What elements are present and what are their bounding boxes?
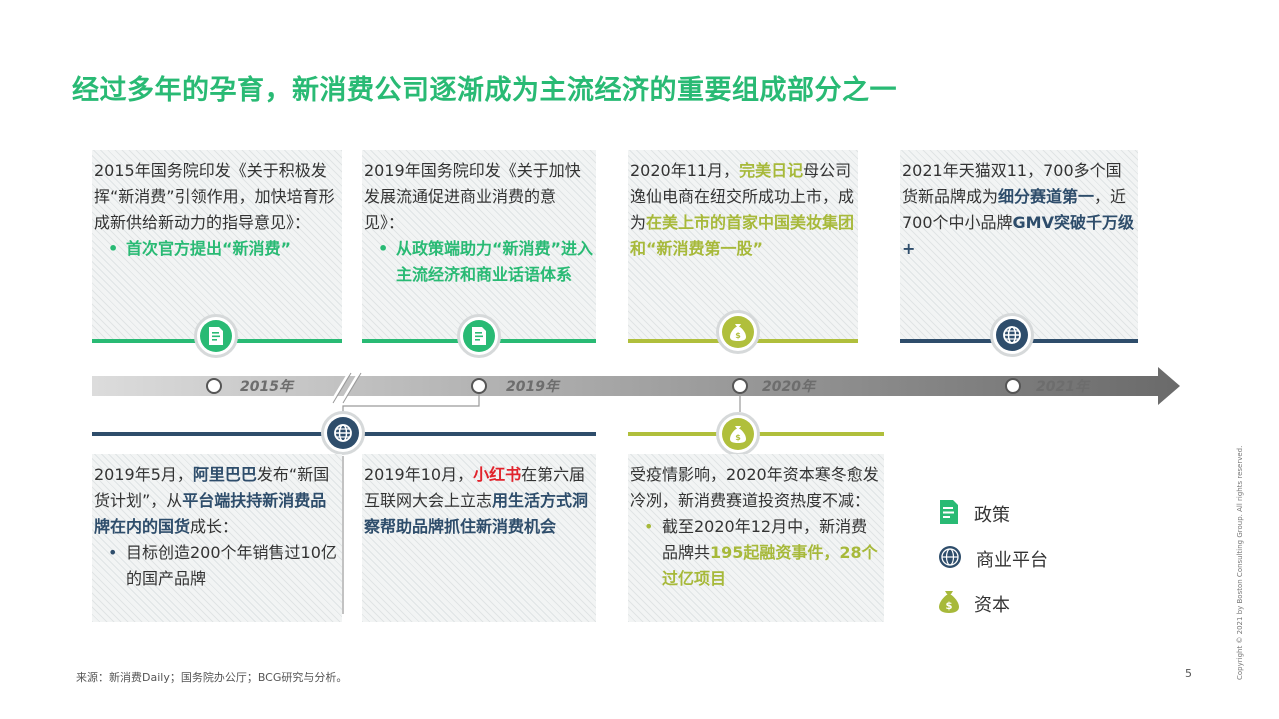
- event-card-2019-alibaba: 2019年5月，阿里巴巴发布“新国货计划”，从平台端扶持新消费品牌在内的国货成长…: [92, 454, 342, 622]
- legend-label: 政策: [974, 505, 1010, 526]
- year-label-2019: 2019年: [506, 379, 559, 395]
- badge-2021-platform: [990, 313, 1034, 357]
- svg-text:$: $: [735, 433, 741, 442]
- money-bag-icon: $: [722, 418, 754, 450]
- event-bullet: • 从政策端助力“新消费”进入主流经济和商业话语体系: [376, 236, 594, 288]
- event-bullet: • 首次官方提出“新消费”: [106, 236, 340, 262]
- svg-text:$: $: [735, 331, 741, 340]
- year-label-2020: 2020年: [762, 379, 815, 395]
- event-text-part: 2019年10月，: [364, 465, 474, 484]
- event-description: 2019年国务院印发《关于加快发展流通促进商业消费的意见》：: [364, 161, 581, 232]
- event-text-part: 母公司逸仙电商在纽交所成功上市，成为: [630, 161, 855, 232]
- globe-icon: [938, 545, 962, 573]
- page-number: 5: [1185, 667, 1192, 680]
- event-highlight: 细分赛道第一: [998, 187, 1095, 206]
- bullet-dot: •: [644, 517, 654, 536]
- timeline-arrow: [92, 367, 1180, 405]
- policy-document-icon: [463, 320, 495, 352]
- year-label-2015: 2015年: [240, 379, 293, 395]
- event-text: 2021年天猫双11，700多个国货新品牌成为细分赛道第一，近700个中小品牌G…: [900, 158, 1138, 262]
- event-highlight: 平台端扶持新消费品牌在内的国货: [94, 491, 327, 536]
- bullet-dot: •: [108, 239, 119, 258]
- timeline-dot-2015: [206, 378, 222, 394]
- axis-break-mark: [332, 372, 362, 404]
- bullet-highlight: 195起融资事件，28个过亿项目: [662, 543, 878, 588]
- event-highlight: 在美上市的首家中国美妆集团和“新消费第一股”: [630, 213, 855, 258]
- timeline-dot-2021: [1005, 378, 1021, 394]
- timeline-dot-2019: [471, 378, 487, 394]
- event-card-2015-policy: 2015年国务院印发《关于积极发挥“新消费”引领作用，加快培育形成新供给新动力的…: [92, 150, 342, 340]
- event-bullet: • 目标创造200个年销售过10亿的国产品牌: [106, 540, 340, 592]
- legend-item-policy: 政策: [938, 500, 1010, 528]
- event-text-part: 2021年天猫双11，700多个国货新品牌成为: [902, 161, 1122, 206]
- event-text: 2019年国务院印发《关于加快发展流通促进商业消费的意见》： • 从政策端助力“新…: [362, 158, 596, 288]
- event-highlight: 完美日记: [739, 161, 804, 180]
- legend-label: 资本: [974, 595, 1010, 616]
- event-text-part: 在第六届互联网大会上立志: [364, 465, 586, 510]
- event-description: 受疫情影响，2020年资本寒冬愈发冷冽，新消费赛道投资热度不减：: [630, 465, 879, 510]
- event-card-2019-xiaohongshu: 2019年10月，小红书在第六届互联网大会上立志用生活方式洞察帮助品牌抓住新消费…: [362, 454, 596, 622]
- legend-item-platform: 商业平台: [938, 545, 1048, 573]
- event-card-2020-capital: 受疫情影响，2020年资本寒冬愈发冷冽，新消费赛道投资热度不减： • 截至2020…: [628, 454, 884, 622]
- policy-document-icon: [200, 320, 232, 352]
- event-text-part: 2020年11月，: [630, 161, 740, 180]
- badge-2015-policy: [194, 314, 238, 358]
- svg-text:$: $: [946, 601, 953, 612]
- money-bag-icon: $: [938, 589, 960, 619]
- event-highlight: 小红书: [473, 465, 522, 484]
- event-text-part: 发布“新国货计划”，从: [94, 465, 330, 510]
- bullet-text: 首次官方提出“新消费”: [126, 239, 292, 258]
- timeline-dot-2020: [732, 378, 748, 394]
- badge-2020-capital-bottom: $: [716, 412, 760, 456]
- bullet-dot: •: [378, 239, 389, 258]
- event-card-2020-ipo: 2020年11月，完美日记母公司逸仙电商在纽交所成功上市，成为在美上市的首家中国…: [628, 150, 858, 340]
- money-bag-icon: $: [722, 316, 754, 348]
- source-note: 来源：新消费Daily；国务院办公厅；BCG研究与分析。: [76, 671, 348, 684]
- badge-2019-policy: [457, 314, 501, 358]
- event-text: 2020年11月，完美日记母公司逸仙电商在纽交所成功上市，成为在美上市的首家中国…: [628, 158, 858, 262]
- bullet-text: 从政策端助力“新消费”进入主流经济和商业话语体系: [396, 239, 594, 284]
- event-highlight: 阿里巴巴: [192, 465, 257, 484]
- event-text: 2019年10月，小红书在第六届互联网大会上立志用生活方式洞察帮助品牌抓住新消费…: [362, 462, 596, 540]
- bullet-dot: •: [108, 543, 118, 562]
- event-description: 2015年国务院印发《关于积极发挥“新消费”引领作用，加快培育形成新供给新动力的…: [94, 161, 335, 232]
- event-text: 2015年国务院印发《关于积极发挥“新消费”引领作用，加快培育形成新供给新动力的…: [92, 158, 342, 262]
- badge-2020-capital: $: [716, 310, 760, 354]
- event-text-part: 成长：: [190, 517, 239, 536]
- event-bullet: • 截至2020年12月中，新消费品牌共195起融资事件，28个过亿项目: [642, 514, 882, 592]
- badge-2019-platform: [321, 411, 365, 455]
- bullet-text: 目标创造200个年销售过10亿的国产品牌: [126, 543, 337, 588]
- event-text-part: ，近700个中小品牌: [902, 187, 1127, 232]
- event-highlight: GMV突破千万级+: [902, 213, 1134, 258]
- globe-icon: [996, 319, 1028, 351]
- event-card-2019-policy: 2019年国务院印发《关于加快发展流通促进商业消费的意见》： • 从政策端助力“新…: [362, 150, 596, 340]
- page-title: 经过多年的孕育，新消费公司逐渐成为主流经济的重要组成部分之一: [72, 75, 897, 106]
- policy-document-icon: [938, 499, 960, 529]
- event-text-part: 2019年5月，: [94, 465, 193, 484]
- legend-item-capital: $ 资本: [938, 590, 1010, 618]
- event-text: 2019年5月，阿里巴巴发布“新国货计划”，从平台端扶持新消费品牌在内的国货成长…: [92, 462, 342, 592]
- event-card-2021-platform: 2021年天猫双11，700多个国货新品牌成为细分赛道第一，近700个中小品牌G…: [900, 150, 1138, 340]
- bullet-text: 截至2020年12月中，新消费品牌共: [662, 517, 868, 562]
- event-text: 受疫情影响，2020年资本寒冬愈发冷冽，新消费赛道投资热度不减： • 截至2020…: [628, 462, 884, 592]
- legend-label: 商业平台: [976, 550, 1048, 571]
- globe-icon: [327, 417, 359, 449]
- year-label-2021: 2021年: [1036, 379, 1089, 395]
- event-highlight: 用生活方式洞察帮助品牌抓住新消费机会: [364, 491, 589, 536]
- copyright-text: Copyright © 2021 by Boston Consulting Gr…: [1236, 445, 1244, 680]
